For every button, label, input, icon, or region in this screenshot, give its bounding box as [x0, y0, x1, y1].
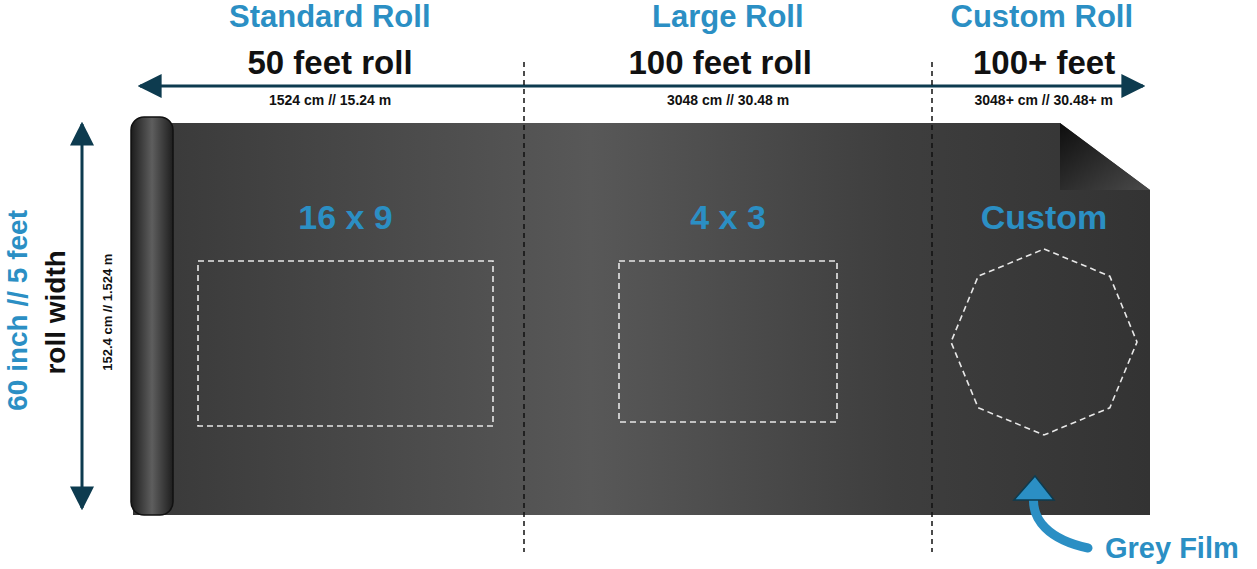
roll-title: Standard Roll [229, 0, 431, 34]
section-divider [931, 62, 933, 552]
dashed-outline [949, 247, 1139, 437]
roll-length-metric: 3048 cm // 30.48 m [667, 93, 789, 108]
roll-title: Custom Roll [951, 0, 1134, 34]
roll-length-metric: 3048+ cm // 30.48+ m [975, 93, 1114, 108]
roll-cylinder [131, 117, 173, 515]
format-heading: 4 x 3 [690, 199, 766, 236]
custom-shape-outline: Custom [949, 247, 1139, 437]
length-arrow [140, 85, 1143, 88]
format-heading: 16 x 9 [298, 199, 393, 236]
width-arrow [81, 124, 84, 508]
width-label: roll width [41, 250, 72, 374]
width-metric: 152.4 cm // 1.524 m [101, 254, 115, 371]
film-callout: Grey Film [1105, 533, 1239, 565]
format-heading: Custom [981, 199, 1108, 236]
roll-length: 100+ feet [973, 45, 1115, 81]
callout-arrowhead [1014, 476, 1054, 500]
width-label: 60 inch // 5 feet [2, 210, 33, 411]
roll-length: 50 feet roll [248, 45, 413, 81]
aspect-ratio-frame: 16 x 9 [197, 260, 494, 427]
roll-length: 100 feet roll [629, 45, 812, 81]
grey-film-sheet [133, 123, 1150, 515]
section-divider [523, 62, 525, 552]
folded-corner [1060, 123, 1150, 190]
aspect-ratio-frame: 4 x 3 [618, 260, 838, 423]
dashed-outline [618, 260, 838, 423]
callout-arrow [1033, 494, 1088, 548]
roll-title: Large Roll [652, 0, 804, 34]
dashed-outline [197, 260, 494, 427]
roll-length-metric: 1524 cm // 15.24 m [269, 93, 391, 108]
